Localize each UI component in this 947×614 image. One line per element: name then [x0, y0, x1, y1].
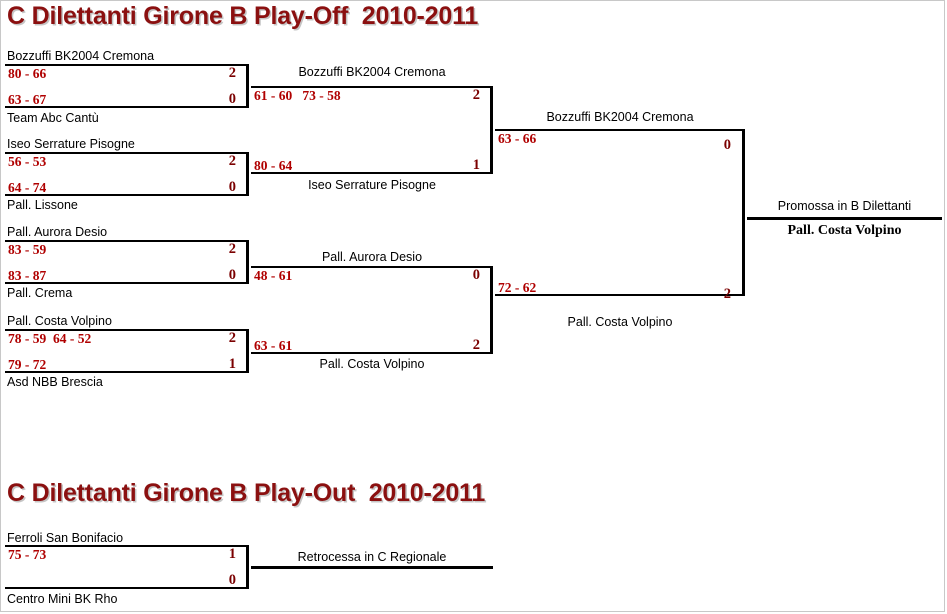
- round1-match-1-top-wins: 2: [228, 65, 236, 81]
- final-match-bottom-scores: 72 - 62: [498, 280, 537, 295]
- round1-match-2-box: [5, 152, 249, 196]
- semifinal-match-2-bottom-wins: 2: [472, 337, 480, 353]
- round1-match-1-top-team: Bozzuffi BK2004 Cremona: [7, 49, 155, 63]
- semifinal-match-1-top-wins: 2: [472, 87, 480, 103]
- playoff-winner: Pall. Costa Volpino: [787, 223, 902, 238]
- playout-outcome-rule: [251, 566, 493, 569]
- final-match-top-scores: 63 - 66: [498, 131, 537, 146]
- round1-match-2-top-team: Iseo Serrature Pisogne: [7, 137, 135, 151]
- final-match-top-team: Bozzuffi BK2004 Cremona: [546, 110, 694, 124]
- round1-match-3-bottom-wins: 0: [228, 267, 236, 283]
- playout-match-top-wins: 1: [228, 546, 236, 562]
- round1-match-4-top-team: Pall. Costa Volpino: [7, 314, 112, 328]
- playoff-outcome-label: Promossa in B Dilettanti: [777, 199, 912, 213]
- round1-match-2-top-scores: 56 - 53: [8, 154, 47, 169]
- semifinal-match-1-top-scores: 61 - 60 73 - 58: [254, 88, 341, 103]
- round1-match-3-bottom-scores: 83 - 87: [8, 268, 47, 283]
- playoff-outcome-rule: [747, 217, 942, 220]
- playout-match-top-scores: 75 - 73: [8, 547, 47, 562]
- semifinal-match-1-box: [251, 86, 493, 174]
- semifinal-match-2-top-wins: 0: [472, 267, 480, 283]
- semifinal-match-2-bottom-team: Pall. Costa Volpino: [319, 357, 425, 371]
- final-match-box: [495, 129, 745, 296]
- semifinal-match-2-top-team: Pall. Aurora Desio: [321, 250, 423, 264]
- round1-match-2-bottom-wins: 0: [228, 179, 236, 195]
- round1-match-4-bottom-wins: 1: [228, 356, 236, 372]
- playout-match-bottom-wins: 0: [228, 572, 236, 588]
- round1-match-4-bottom-scores: 79 - 72: [8, 357, 47, 372]
- semifinal-match-1-bottom-team: Iseo Serrature Pisogne: [308, 178, 436, 192]
- round1-match-4-bottom-team: Asd NBB Brescia: [7, 375, 103, 389]
- round1-match-1-bottom-scores: 63 - 67: [8, 92, 47, 107]
- round1-match-2-bottom-scores: 64 - 74: [8, 180, 47, 195]
- semifinal-match-1-bottom-wins: 1: [472, 157, 480, 173]
- semifinal-match-1-top-team: Bozzuffi BK2004 Cremona: [298, 65, 446, 79]
- playout-match-top-team: Ferroli San Bonifacio: [7, 531, 124, 545]
- playout-outcome-label: Retrocessa in C Regionale: [297, 550, 447, 564]
- round1-match-4-top-scores: 78 - 59 64 - 52: [8, 331, 92, 346]
- semifinal-match-2-bottom-scores: 63 - 61: [254, 338, 293, 353]
- semifinal-match-1-bottom-scores: 80 - 64: [254, 158, 293, 173]
- round1-match-4-box: [5, 329, 249, 373]
- final-match-bottom-wins: 2: [723, 286, 731, 302]
- round1-match-3-top-wins: 2: [228, 241, 236, 257]
- round1-match-3-top-team: Pall. Aurora Desio: [7, 225, 108, 239]
- round1-match-3-bottom-team: Pall. Crema: [7, 286, 73, 300]
- round1-match-2-top-wins: 2: [228, 153, 236, 169]
- round1-match-2-bottom-team: Pall. Lissone: [7, 198, 78, 212]
- playout-section-title: C Dilettanti Girone B Play-Out 2010-2011: [7, 479, 486, 507]
- playout-match-box: [5, 545, 249, 589]
- final-match-top-wins: 0: [723, 137, 731, 153]
- round1-match-3-top-scores: 83 - 59: [8, 242, 47, 257]
- playout-match-bottom-team: Centro Mini BK Rho: [7, 592, 118, 606]
- semifinal-match-2-box: [251, 266, 493, 354]
- final-match-bottom-team: Pall. Costa Volpino: [567, 315, 673, 329]
- round1-match-1-bottom-team: Team Abc Cantù: [7, 111, 99, 125]
- round1-match-1-bottom-wins: 0: [228, 91, 236, 107]
- round1-match-4-top-wins: 2: [228, 330, 236, 346]
- round1-match-3-box: [5, 240, 249, 284]
- playoff-section-title: C Dilettanti Girone B Play-Off 2010-2011: [7, 2, 479, 30]
- round1-match-1-top-scores: 80 - 66: [8, 66, 47, 81]
- round1-match-1-box: [5, 64, 249, 108]
- semifinal-match-2-top-scores: 48 - 61: [254, 268, 293, 283]
